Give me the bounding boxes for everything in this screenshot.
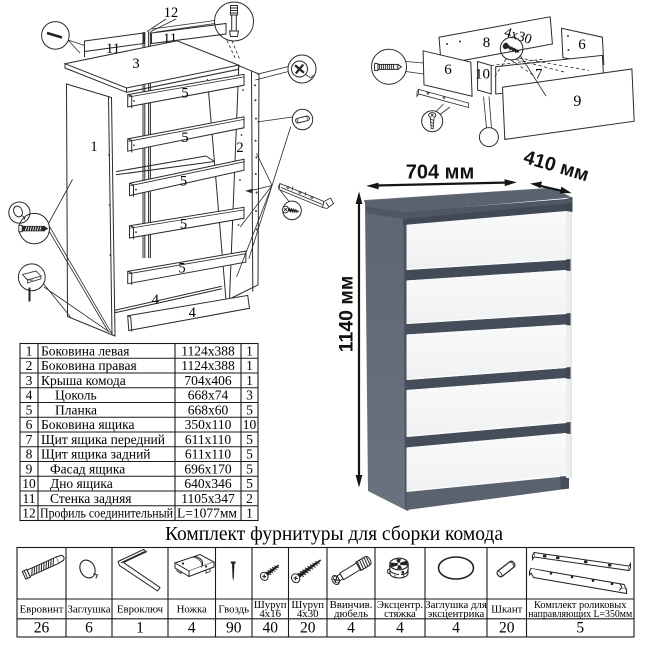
svg-text:6: 6 bbox=[26, 417, 33, 432]
svg-text:Ножка: Ножка bbox=[177, 604, 207, 616]
svg-text:L=1077мм: L=1077мм bbox=[177, 506, 237, 521]
svg-text:1105x347: 1105x347 bbox=[181, 491, 235, 506]
svg-text:26: 26 bbox=[34, 620, 50, 637]
svg-text:Гвоздь: Гвоздь bbox=[218, 604, 249, 616]
svg-text:12: 12 bbox=[164, 5, 179, 21]
svg-text:8: 8 bbox=[26, 447, 33, 462]
svg-text:Щит ящика передний: Щит ящика передний bbox=[41, 432, 165, 447]
svg-text:640x346: 640x346 bbox=[184, 476, 232, 491]
svg-text:4: 4 bbox=[26, 388, 33, 403]
svg-text:90: 90 bbox=[226, 620, 242, 637]
svg-text:Заглушка: Заглушка bbox=[67, 604, 110, 616]
svg-text:5: 5 bbox=[246, 447, 253, 462]
svg-text:7: 7 bbox=[26, 432, 33, 447]
svg-text:2: 2 bbox=[246, 491, 253, 506]
svg-text:20: 20 bbox=[499, 620, 515, 637]
svg-text:2: 2 bbox=[26, 358, 33, 373]
svg-text:704 мм: 704 мм bbox=[406, 162, 475, 184]
svg-text:Комплект роликовых: Комплект роликовых bbox=[534, 600, 627, 611]
svg-text:5: 5 bbox=[246, 432, 253, 447]
svg-text:1: 1 bbox=[26, 343, 33, 358]
svg-text:10: 10 bbox=[475, 67, 490, 83]
svg-text:9: 9 bbox=[573, 93, 581, 110]
svg-text:350x110: 350x110 bbox=[185, 417, 232, 432]
svg-text:Дно ящика: Дно ящика bbox=[50, 476, 113, 491]
svg-text:696x170: 696x170 bbox=[184, 461, 232, 476]
svg-text:Боковина левая: Боковина левая bbox=[41, 343, 129, 358]
svg-text:668x60: 668x60 bbox=[188, 402, 229, 417]
svg-text:8: 8 bbox=[483, 35, 491, 51]
svg-text:10: 10 bbox=[243, 417, 257, 432]
svg-text:Ввинчив.: Ввинчив. bbox=[330, 599, 373, 611]
svg-text:6: 6 bbox=[444, 62, 452, 78]
svg-text:1: 1 bbox=[246, 358, 253, 373]
svg-text:Крыша комода: Крыша комода bbox=[41, 373, 126, 388]
svg-text:668x74: 668x74 bbox=[188, 388, 229, 403]
svg-text:10: 10 bbox=[22, 476, 36, 491]
svg-text:5: 5 bbox=[181, 86, 188, 102]
svg-text:Щит ящика задний: Щит ящика задний bbox=[41, 447, 151, 462]
svg-text:4: 4 bbox=[347, 620, 355, 637]
svg-text:эксцентрика: эксцентрика bbox=[428, 608, 485, 620]
svg-text:5: 5 bbox=[181, 130, 188, 146]
svg-text:Цоколь: Цоколь bbox=[55, 388, 97, 403]
svg-text:6: 6 bbox=[578, 37, 586, 53]
svg-text:Евровинт: Евровинт bbox=[20, 604, 64, 616]
svg-text:20: 20 bbox=[300, 620, 316, 637]
svg-text:4x16: 4x16 bbox=[259, 608, 281, 620]
svg-text:1124x388: 1124x388 bbox=[181, 358, 235, 373]
svg-text:Евроключ: Евроключ bbox=[117, 604, 164, 616]
svg-text:3: 3 bbox=[26, 373, 33, 388]
svg-text:3: 3 bbox=[246, 388, 253, 403]
svg-text:611x110: 611x110 bbox=[185, 432, 231, 447]
svg-text:Шуруп: Шуруп bbox=[291, 599, 324, 611]
svg-text:Стенка задняя: Стенка задняя bbox=[50, 491, 132, 506]
svg-text:стяжка: стяжка bbox=[384, 608, 416, 620]
svg-text:4x30: 4x30 bbox=[297, 608, 319, 620]
svg-text:5: 5 bbox=[576, 620, 584, 637]
svg-text:Шуруп: Шуруп bbox=[254, 599, 287, 611]
svg-text:Фасад ящика: Фасад ящика bbox=[50, 461, 125, 476]
svg-text:4: 4 bbox=[188, 620, 196, 637]
svg-text:5: 5 bbox=[178, 261, 185, 277]
svg-text:4: 4 bbox=[152, 292, 160, 308]
svg-text:5: 5 bbox=[246, 476, 253, 491]
svg-text:4: 4 bbox=[452, 620, 460, 637]
svg-text:Эксцентр.: Эксцентр. bbox=[377, 599, 423, 611]
svg-text:Шкант: Шкант bbox=[491, 604, 523, 616]
svg-text:1: 1 bbox=[246, 343, 253, 358]
svg-text:611x110: 611x110 bbox=[185, 447, 231, 462]
svg-text:40: 40 bbox=[262, 620, 278, 637]
svg-text:Планка: Планка bbox=[55, 402, 97, 417]
svg-text:5: 5 bbox=[26, 402, 33, 417]
svg-text:704x406: 704x406 bbox=[184, 373, 232, 388]
svg-text:Комплект фурнитуры для сборки: Комплект фурнитуры для сборки комода bbox=[165, 524, 503, 545]
svg-text:дюбель: дюбель bbox=[334, 608, 368, 620]
svg-text:Боковина ящика: Боковина ящика bbox=[41, 417, 135, 432]
svg-text:1: 1 bbox=[246, 506, 253, 521]
svg-text:7: 7 bbox=[535, 67, 543, 83]
svg-text:направляющих L=350мм: направляющих L=350мм bbox=[528, 609, 632, 620]
svg-text:4: 4 bbox=[189, 305, 197, 321]
svg-text:11: 11 bbox=[23, 491, 36, 506]
svg-text:1: 1 bbox=[136, 620, 144, 637]
svg-text:6: 6 bbox=[85, 620, 93, 637]
svg-text:2: 2 bbox=[236, 140, 243, 156]
svg-text:1: 1 bbox=[90, 139, 97, 155]
svg-text:5: 5 bbox=[180, 174, 187, 190]
svg-text:Боковина правая: Боковина правая bbox=[41, 358, 137, 373]
svg-text:5: 5 bbox=[180, 217, 187, 233]
svg-text:5: 5 bbox=[246, 402, 253, 417]
svg-text:1140 мм: 1140 мм bbox=[336, 276, 358, 353]
svg-text:12: 12 bbox=[22, 506, 36, 521]
svg-text:5: 5 bbox=[246, 461, 253, 476]
svg-text:3: 3 bbox=[132, 56, 139, 72]
svg-text:Заглушка для: Заглушка для bbox=[425, 599, 487, 611]
svg-text:1: 1 bbox=[246, 373, 253, 388]
svg-text:4: 4 bbox=[396, 620, 404, 637]
svg-text:1124x388: 1124x388 bbox=[181, 343, 235, 358]
svg-text:9: 9 bbox=[26, 461, 33, 476]
svg-text:Профиль соединительный: Профиль соединительный bbox=[40, 506, 173, 521]
